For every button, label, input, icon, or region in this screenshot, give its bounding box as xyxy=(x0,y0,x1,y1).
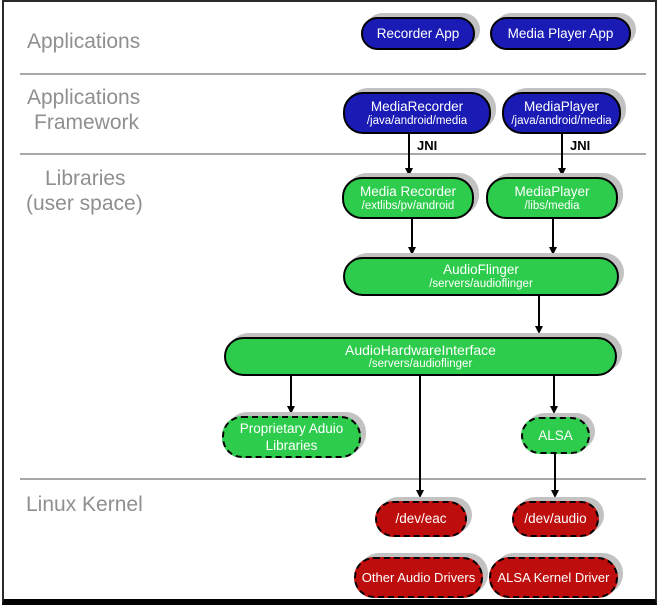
node-mediarecorder-framework-title: MediaRecorder xyxy=(370,98,464,114)
node-mediaplayer-framework-path: /java/android/media xyxy=(511,114,612,127)
node-audioflinger: AudioFlinger /servers/audioflinger xyxy=(343,257,619,296)
node-audiohardwareinterface: AudioHardwareInterface /servers/audiofli… xyxy=(224,337,617,376)
node-alsa-kernel-driver-title: ALSA Kernel Driver xyxy=(497,569,610,585)
node-audioflinger-path: /servers/audioflinger xyxy=(429,278,533,290)
arrow-alsa-devaudio-head xyxy=(550,490,559,498)
node-dev-audio-title: /dev/audio xyxy=(524,511,587,526)
arrow-ahi-alsa-stem xyxy=(553,376,555,406)
layer-label-libraries-line2: (user space) xyxy=(26,192,143,215)
edge-label-jni-right: JNI xyxy=(570,138,591,153)
node-mediarecorder-framework-path: /java/android/media xyxy=(366,114,468,127)
node-other-audio-drivers-title: Other Audio Drivers xyxy=(361,569,476,585)
layer-label-libraries-line1: Libraries xyxy=(45,167,126,190)
arrow-jni-left-stem xyxy=(408,134,410,168)
arrow-alsa-devaudio-stem xyxy=(554,454,556,490)
node-audioflinger-title: AudioFlinger xyxy=(443,262,519,277)
node-mediaplayer-framework-title: MediaPlayer xyxy=(523,98,600,114)
node-media-recorder-lib-path: /extlibs/pv/android xyxy=(361,199,455,212)
arrow-mrlib-audioflinger-stem xyxy=(411,219,413,247)
layer-label-linux-kernel: Linux Kernel xyxy=(26,493,143,516)
node-mediarecorder-framework: MediaRecorder /java/android/media xyxy=(343,92,491,134)
node-proprietary-audio-libraries: Proprietary Aduio Libraries xyxy=(222,416,361,458)
layer-label-applications: Applications xyxy=(27,30,141,53)
arrow-audioflinger-ahi-stem xyxy=(538,296,540,326)
node-recorder-app: Recorder App xyxy=(361,17,475,50)
node-recorder-app-title: Recorder App xyxy=(376,25,460,41)
layer-label-framework-line1: Applications xyxy=(27,86,141,109)
node-alsa: ALSA xyxy=(521,417,590,454)
arrow-ahi-proprietary-stem xyxy=(290,376,292,406)
node-media-recorder-lib-title: Media Recorder xyxy=(359,183,457,199)
arrow-ahi-deveac-stem xyxy=(419,376,421,490)
divider-framework-libraries xyxy=(20,153,646,155)
arrow-jni-right-head xyxy=(557,168,566,176)
divider-libraries-kernel xyxy=(20,478,646,480)
arrow-jni-right-stem xyxy=(561,134,563,168)
divider-applications-framework xyxy=(20,73,646,75)
node-dev-audio: /dev/audio xyxy=(512,501,599,537)
node-audiohardwareinterface-path: /servers/audioflinger xyxy=(368,358,473,370)
node-mediaplayer-lib: MediaPlayer /libs/media xyxy=(486,177,618,219)
node-alsa-title: ALSA xyxy=(538,427,573,443)
arrow-mplib-audioflinger-stem xyxy=(552,219,554,247)
arrow-audioflinger-ahi-head xyxy=(534,326,543,334)
node-audiohardwareinterface-title: AudioHardwareInterface xyxy=(345,342,496,358)
node-other-audio-drivers: Other Audio Drivers xyxy=(354,557,483,598)
arrow-ahi-alsa-head xyxy=(549,406,558,414)
arrow-mplib-audioflinger-head xyxy=(548,247,557,255)
node-mediaplayer-lib-path: /libs/media xyxy=(524,199,580,212)
node-media-player-app: Media Player App xyxy=(490,17,631,50)
arrow-ahi-proprietary-head xyxy=(286,406,295,414)
arrow-jni-left-head xyxy=(404,168,413,176)
node-proprietary-audio-libraries-title: Proprietary Aduio Libraries xyxy=(239,421,344,453)
node-dev-eac: /dev/eac xyxy=(375,501,467,537)
node-media-recorder-lib: Media Recorder /extlibs/pv/android xyxy=(342,177,474,219)
node-alsa-kernel-driver: ALSA Kernel Driver xyxy=(489,557,618,598)
node-media-player-app-title: Media Player App xyxy=(507,25,614,41)
node-mediaplayer-lib-title: MediaPlayer xyxy=(514,183,590,199)
edge-label-jni-left: JNI xyxy=(417,138,438,153)
node-mediaplayer-framework: MediaPlayer /java/android/media xyxy=(502,92,621,134)
arrow-ahi-deveac-head xyxy=(415,490,424,498)
node-dev-eac-title: /dev/eac xyxy=(395,511,447,526)
layer-label-framework-line2: Framework xyxy=(34,111,140,134)
arrow-mrlib-audioflinger-head xyxy=(407,247,416,255)
